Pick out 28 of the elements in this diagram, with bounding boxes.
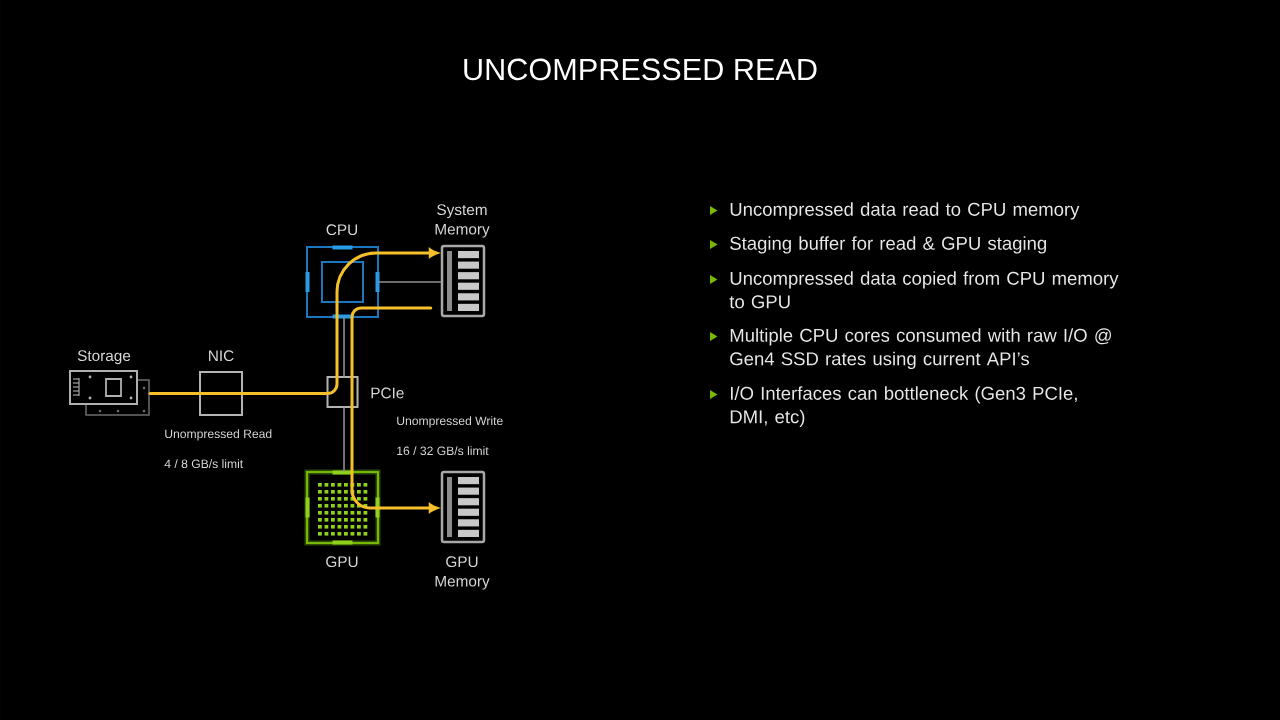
annotation-text: 16 / 32 GB/s limit	[397, 446, 489, 456]
node-label: GPU Memory	[435, 556, 490, 590]
flow-arrow	[377, 503, 439, 513]
connector-line	[343, 317, 345, 377]
connector-line	[241, 392, 328, 395]
slide-title: UNCOMPRESSED READ	[464, 58, 817, 81]
node-label: PCIe	[371, 387, 404, 399]
node-label: Storage	[77, 350, 131, 365]
node-label: NIC	[209, 350, 234, 362]
connector-line	[343, 407, 345, 472]
node-label: GPU	[326, 556, 358, 568]
node-label: CPU	[326, 224, 357, 236]
annotation-text: 4 / 8 GB/s limit	[164, 459, 244, 469]
connector-line	[350, 316, 354, 378]
bullet-text: Uncompressed data read to CPU memory	[730, 202, 1080, 220]
annotation-text: Unompressed Read	[165, 429, 272, 441]
node-label: System Memory	[435, 204, 490, 238]
connector-line	[378, 281, 442, 283]
bullet-text: Uncompressed data copied from CPU memory to GPU	[729, 271, 1119, 309]
connector-line	[335, 316, 339, 378]
bullet-text: I/O Interfaces can bottleneck (Gen3 PCIe, DMI, etc)	[730, 386, 1077, 427]
annotation-text: Unompressed Write	[397, 416, 503, 428]
connector-line	[377, 306, 433, 310]
connector-line	[350, 406, 354, 473]
connector-line	[148, 392, 201, 395]
flow-arrow	[377, 248, 439, 258]
bullet-text: Multiple CPU cores consumed with raw I/O @ Gen4 SSD rates using current API’s	[730, 328, 1112, 369]
bullet-text: Staging buffer for read & GPU staging	[730, 236, 1046, 254]
